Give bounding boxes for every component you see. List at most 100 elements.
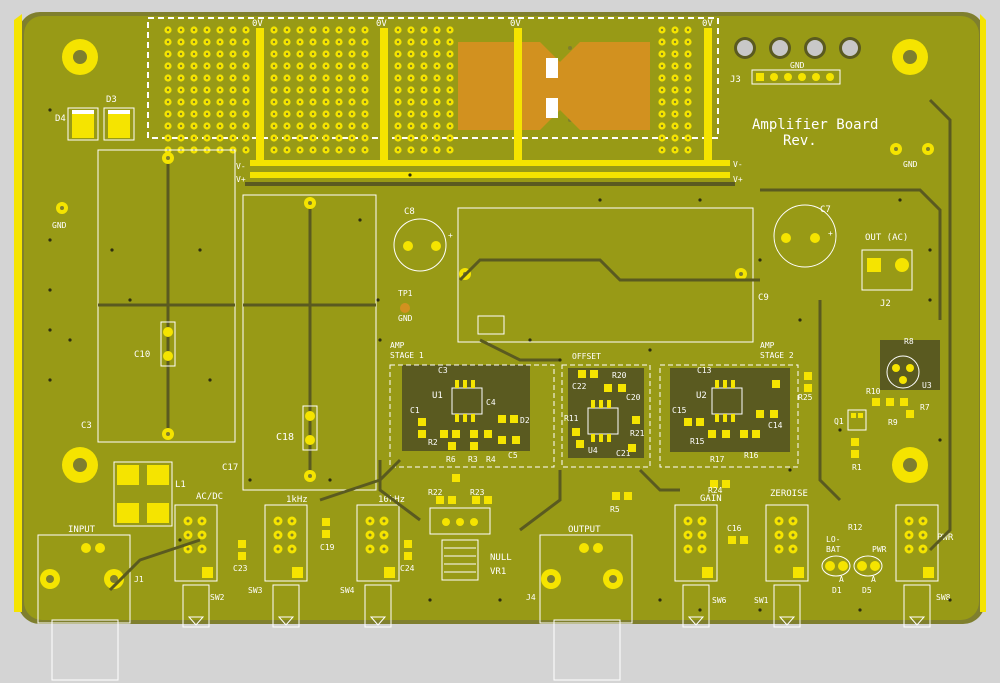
label-v-plus: V+ <box>236 175 246 184</box>
amp1-smd-pads <box>418 415 520 450</box>
ic-u4 <box>587 400 619 442</box>
label-lo-bat-1: LO- <box>826 535 840 544</box>
label-amp1-b: STAGE 1 <box>390 351 424 360</box>
mounting-hole-tl <box>62 39 98 75</box>
proto-area-outline <box>147 17 719 139</box>
led-d1 <box>821 555 851 577</box>
gnd-pads-right <box>890 143 934 155</box>
connector-j4-output[interactable] <box>539 534 633 681</box>
label-a2: A <box>871 575 876 584</box>
label-q1: Q1 <box>834 417 844 426</box>
board-title: Amplifier Board <box>752 117 878 133</box>
label-vr1: VR1 <box>490 567 506 577</box>
label-out-ac: OUT (AC) <box>865 233 908 243</box>
label-c21: C21 <box>616 449 631 458</box>
label-d4: D4 <box>55 114 66 124</box>
label-r23: R23 <box>470 488 485 497</box>
label-1khz: 1kHz <box>286 495 308 505</box>
label-u1: U1 <box>432 391 443 401</box>
label-r3: R3 <box>468 455 478 464</box>
label-r11: R11 <box>564 414 579 423</box>
label-sw8: SW8 <box>936 593 951 602</box>
potentiometer-vr1[interactable] <box>429 507 491 581</box>
via-field <box>48 108 952 612</box>
proto-copper-region <box>458 42 650 130</box>
rail-v-plus <box>250 172 730 178</box>
mounting-hole-bl <box>62 447 98 483</box>
label-ac-dc: AC/DC <box>196 492 223 502</box>
label-pwr-led: PWR <box>872 545 887 554</box>
label-r1: R1 <box>852 463 862 472</box>
label-c20: C20 <box>626 393 641 402</box>
svg-text:+: + <box>828 229 833 238</box>
label-d1: D1 <box>832 586 842 595</box>
label-c4: C4 <box>486 398 496 407</box>
capacitor-c9-outline <box>457 207 754 343</box>
label-v-right-minus: V- <box>733 160 743 169</box>
label-j3: J3 <box>730 75 741 85</box>
label-amp1-a: AMP <box>390 341 405 350</box>
capacitor-c17-pads <box>304 197 316 482</box>
capacitor-c8: + <box>393 218 453 272</box>
rail-v-minus <box>250 160 730 166</box>
label-r2: R2 <box>428 438 438 447</box>
label-sw4: SW4 <box>340 586 355 595</box>
j3-large-pads <box>734 37 861 59</box>
label-c17: C17 <box>222 463 238 473</box>
label-l1: L1 <box>175 480 186 490</box>
diode-d3 <box>103 107 135 141</box>
rail-0v-1 <box>256 28 264 163</box>
label-r24: R24 <box>708 486 723 495</box>
label-null: NULL <box>490 553 512 563</box>
mounting-hole-tr <box>892 39 928 75</box>
label-r15: R15 <box>690 437 705 446</box>
label-j4: J4 <box>526 593 536 602</box>
gnd-pad-left <box>56 202 68 214</box>
connector-j1-input[interactable] <box>37 534 131 681</box>
label-u3: U3 <box>922 381 932 390</box>
label-c19: C19 <box>320 543 335 552</box>
label-c18: C18 <box>276 432 294 443</box>
label-0v-2: 0V <box>376 19 387 29</box>
label-0v-4: 0V <box>702 19 713 29</box>
ic-u3 <box>886 355 920 389</box>
label-r17: R17 <box>710 455 725 464</box>
amp2-smd-pads <box>684 372 812 438</box>
label-tp1: TP1 <box>398 289 413 298</box>
label-sw1: SW1 <box>754 596 769 605</box>
label-sw3: SW3 <box>248 586 263 595</box>
label-r10: R10 <box>866 387 881 396</box>
rail-0v-3 <box>514 28 522 163</box>
traces <box>108 98 952 592</box>
label-gain: GAIN <box>700 494 722 504</box>
label-v-right-plus: V+ <box>733 175 743 184</box>
label-d3: D3 <box>106 95 117 105</box>
rail-v-plus-trace <box>245 182 735 186</box>
label-u4: U4 <box>588 446 598 455</box>
label-c10: C10 <box>134 350 150 360</box>
label-r5: R5 <box>610 505 620 514</box>
rail-0v-4 <box>704 28 712 163</box>
board-rev: Rev. <box>783 133 817 149</box>
ic-u1 <box>451 380 483 422</box>
rail-0v-2 <box>380 28 388 163</box>
label-c3: C3 <box>81 421 92 431</box>
connector-j2 <box>861 249 913 291</box>
label-c3b: C3 <box>438 366 448 375</box>
label-r8: R8 <box>904 337 914 346</box>
inductor-l1 <box>113 461 173 527</box>
label-u2: U2 <box>696 391 707 401</box>
label-r21: R21 <box>630 429 645 438</box>
misc-smd-pads <box>238 474 748 560</box>
led-d5 <box>853 555 883 577</box>
label-j1: J1 <box>134 575 144 584</box>
label-c14: C14 <box>768 421 783 430</box>
label-c9: C9 <box>758 293 769 303</box>
label-r16: R16 <box>744 451 759 460</box>
label-r7: R7 <box>920 403 930 412</box>
label-r6: R6 <box>446 455 456 464</box>
label-tp1-gnd: GND <box>398 314 413 323</box>
label-c13: C13 <box>697 366 712 375</box>
switch-group <box>174 504 939 628</box>
